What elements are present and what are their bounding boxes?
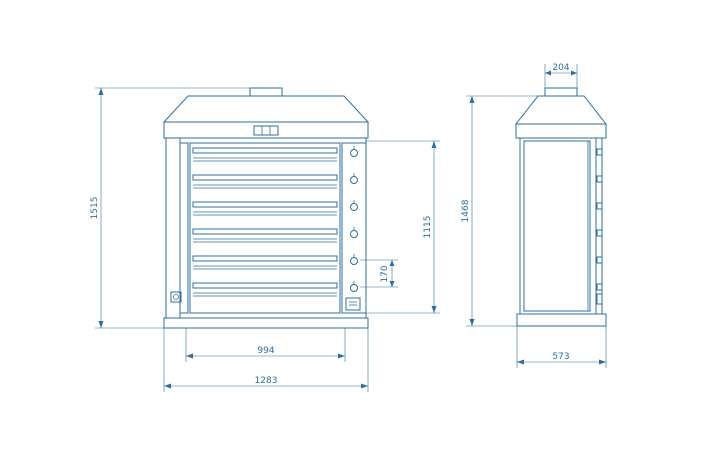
side-tab: [596, 148, 603, 156]
front-body: [165, 137, 367, 319]
front-control-column: [341, 142, 367, 314]
dim-total-width-label: 1283: [255, 376, 278, 386]
spit-row: [192, 282, 338, 297]
dim-spit-area-height-label: 1115: [423, 216, 433, 239]
front-bottom-panel: [345, 297, 361, 311]
side-spit-tabs: [596, 148, 603, 291]
dim-side-depth: 573: [516, 326, 607, 368]
dim-total-height-label: 1515: [90, 197, 100, 220]
side-tab: [596, 256, 603, 264]
spit-knob-icon: [350, 254, 358, 265]
spit-row: [192, 228, 338, 243]
spit-knob-icon: [350, 200, 358, 211]
side-view: 204 1468 573: [461, 63, 608, 368]
side-hood: [514, 95, 608, 125]
side-body: [519, 137, 597, 315]
spit-row: [192, 147, 338, 162]
spit-row: [192, 255, 338, 270]
spit-rows: [192, 147, 338, 297]
spit-knob-icon: [350, 227, 358, 238]
front-cavity: [189, 142, 341, 314]
dim-chimney-width-label: 204: [552, 63, 569, 73]
dim-inner-width-label: 994: [257, 346, 274, 356]
power-switch-icon: [170, 291, 182, 303]
side-tab: [596, 229, 603, 237]
spit-knob-icon: [350, 173, 358, 184]
dim-side-height-label: 1468: [461, 199, 471, 222]
spit-row: [192, 174, 338, 189]
dim-spit-spacing: 170: [360, 259, 398, 288]
dim-inner-width: 994: [185, 328, 346, 362]
side-hood-band: [515, 123, 607, 139]
spit-knob-icon: [350, 146, 358, 157]
side-tab: [596, 202, 603, 210]
side-switch-icon: [596, 293, 603, 305]
side-base: [516, 313, 607, 327]
front-display-panel: [253, 125, 279, 136]
side-chimney: [544, 87, 578, 97]
spit-knobs: [350, 146, 358, 292]
dim-total-height: 1515: [90, 87, 250, 329]
front-hood: [162, 95, 370, 123]
side-tab: [596, 175, 603, 183]
dim-side-height: 1468: [461, 95, 538, 327]
dim-chimney-width: 204: [544, 63, 578, 88]
dim-spit-area-height: 1115: [366, 140, 440, 314]
dim-spit-spacing-label: 170: [380, 265, 390, 282]
spit-row: [192, 201, 338, 216]
front-chimney: [249, 87, 283, 97]
spit-knob-icon: [350, 281, 358, 292]
dim-side-depth-label: 573: [552, 352, 569, 362]
front-base: [163, 317, 369, 329]
side-tab: [596, 283, 603, 291]
dim-total-width: 1283: [163, 328, 369, 392]
front-view: 1515 1115 170 994: [90, 87, 440, 392]
